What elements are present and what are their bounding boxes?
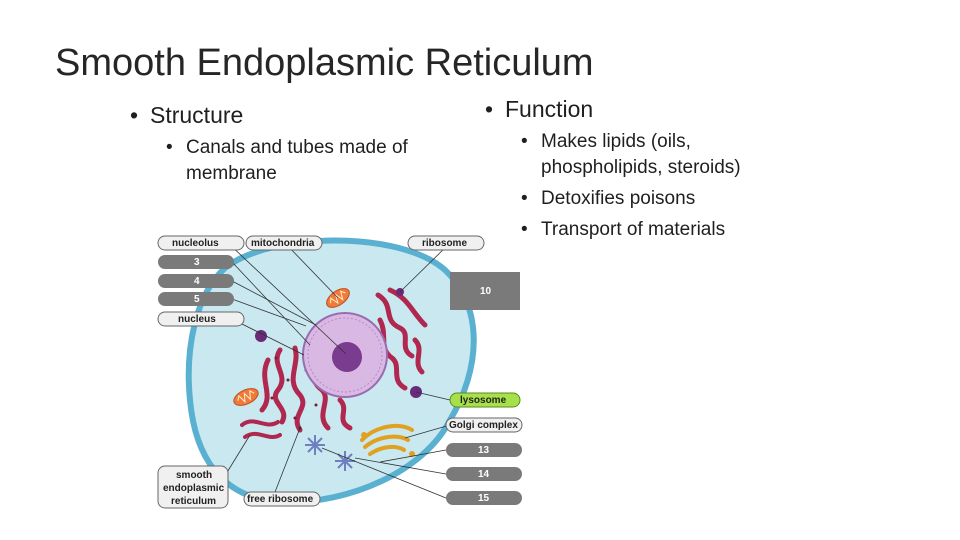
nucleus-envelope [307, 317, 383, 393]
golgi-vesicle [361, 432, 367, 438]
function-heading: Function [485, 96, 593, 123]
label-nucleolus: nucleolus [157, 235, 245, 251]
label-free-ribosome: free ribosome [243, 491, 321, 507]
label-smooth-er: smooth endoplasmic reticulum [157, 465, 229, 509]
label-pointers [225, 242, 451, 499]
label-10: 10 [450, 272, 520, 310]
structure-item-1: Canals and tubes made of [166, 135, 408, 161]
label-lysosome: lysosome [449, 392, 521, 408]
nucleolus [332, 342, 362, 372]
smooth-er [240, 419, 282, 439]
label-mitochondria: mitochondria [245, 235, 323, 251]
animal-cell-diagram: nucleolus mitochondria ribosome 3 4 5 nu… [157, 235, 523, 509]
svg-text:ribosome: ribosome [422, 238, 467, 249]
function-item-1-cont: phospholipids, steroids) [541, 157, 741, 178]
label-13: 13 [446, 443, 522, 457]
rough-er-right [375, 287, 428, 391]
svg-text:15: 15 [478, 493, 490, 504]
svg-text:endoplasmic: endoplasmic [163, 483, 225, 494]
svg-text:lysosome: lysosome [460, 395, 507, 406]
function-item-1: Makes lipids (oils, [521, 129, 691, 155]
function-item-3: Transport of materials [521, 217, 725, 243]
label-15: 15 [446, 491, 522, 505]
structure-item-1-cont: membrane [186, 163, 277, 184]
slide-title: Smooth Endoplasmic Reticulum [55, 42, 594, 84]
svg-text:reticulum: reticulum [171, 496, 216, 507]
structure-heading: Structure [130, 102, 243, 129]
vesicle-left [255, 330, 267, 342]
centriole-1 [305, 435, 325, 455]
label-ribosome: ribosome [407, 235, 485, 251]
svg-text:free ribosome: free ribosome [247, 494, 314, 505]
svg-text:3: 3 [194, 257, 200, 268]
svg-text:Golgi complex: Golgi complex [449, 420, 518, 431]
svg-text:13: 13 [478, 445, 490, 456]
label-nucleus: nucleus [157, 311, 245, 327]
svg-text:5: 5 [194, 294, 200, 305]
label-14: 14 [446, 467, 522, 481]
svg-text:nucleolus: nucleolus [172, 238, 219, 249]
label-4: 4 [158, 274, 234, 288]
svg-text:10: 10 [480, 286, 492, 297]
svg-text:smooth: smooth [176, 470, 212, 481]
golgi-vesicle [409, 451, 415, 457]
centriole-2 [335, 451, 355, 471]
function-item-2: Detoxifies poisons [521, 186, 695, 212]
label-5: 5 [158, 292, 234, 306]
svg-text:14: 14 [478, 469, 490, 480]
svg-text:nucleus: nucleus [178, 314, 216, 325]
svg-text:mitochondria: mitochondria [251, 238, 315, 249]
mitochondrion-left [233, 388, 259, 406]
label-golgi-complex: Golgi complex [445, 417, 523, 433]
svg-text:4: 4 [194, 276, 200, 287]
label-3: 3 [158, 255, 234, 269]
